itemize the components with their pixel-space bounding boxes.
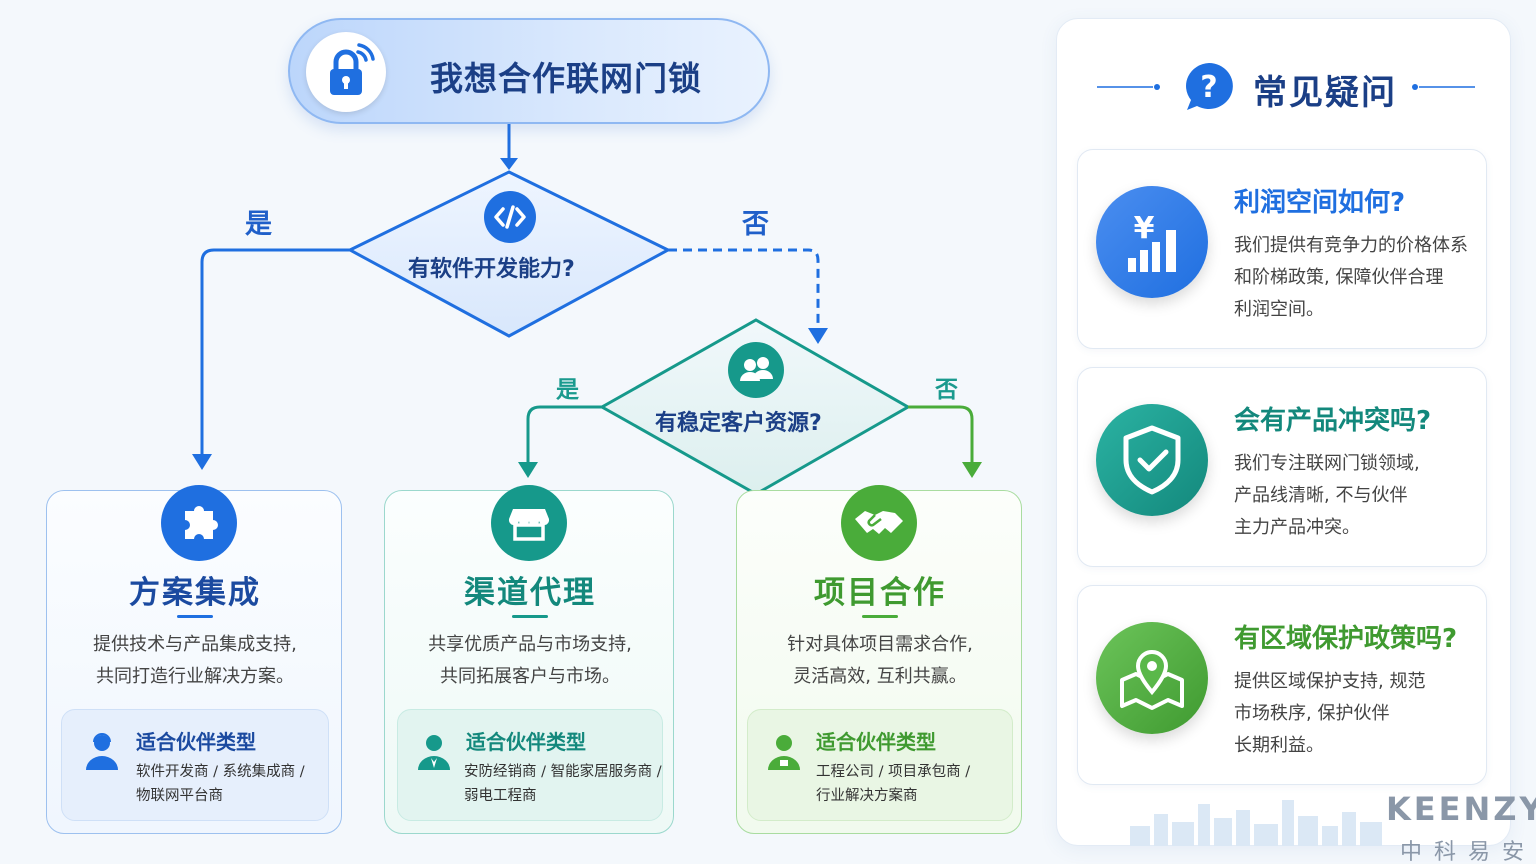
decision-1-no-label: 否 (742, 209, 769, 240)
card-title: 渠道代理 (464, 575, 596, 611)
partner-icon (412, 730, 456, 778)
bar-chart-yen-icon: ¥ (1096, 186, 1208, 298)
puzzle-icon (161, 485, 237, 561)
divider (177, 615, 213, 618)
card-channel-agent: 渠道代理 共享优质产品与市场支持, 共同拓展客户与市场。 适合伙伴类型 安防经销… (384, 485, 674, 834)
svg-text:¥: ¥ (1134, 211, 1155, 246)
fit-line2: 行业解决方案商 (816, 788, 918, 804)
card-desc-line1: 共享优质产品与市场支持, (428, 634, 632, 655)
card-desc-line1: 针对具体项目需求合作, (787, 634, 973, 655)
fit-line1: 安防经销商 / 智能家居服务商 / (464, 764, 662, 780)
card-title: 方案集成 (129, 575, 261, 611)
fit-line2: 弱电工程商 (464, 788, 537, 804)
faq-answer-line3: 长期利益。 (1234, 735, 1324, 756)
faq-answer-line3: 主力产品冲突。 (1234, 517, 1360, 538)
faq-item-conflict: 会有产品冲突吗? 我们专注联网门锁领域, 产品线清晰, 不与伙伴 主力产品冲突。 (1077, 367, 1487, 567)
question-bubble-icon: ? (1181, 59, 1237, 115)
fit-title: 适合伙伴类型 (816, 730, 936, 754)
users-icon (728, 342, 784, 398)
card-desc-line1: 提供技术与产品集成支持, (93, 634, 297, 655)
shield-check-icon (1096, 404, 1208, 516)
fit-line1: 软件开发商 / 系统集成商 / (136, 764, 305, 780)
map-pin-icon (1096, 622, 1208, 734)
arrow-q2-no (908, 405, 974, 466)
card-title: 项目合作 (814, 575, 946, 611)
card-desc-line2: 共同拓展客户与市场。 (440, 666, 620, 687)
faq-question: 有区域保护政策吗? (1234, 624, 1458, 654)
arrow-q1-yes (200, 248, 350, 458)
faq-answer-line2: 市场秩序, 保护伙伴 (1234, 703, 1390, 724)
title-banner: 我想合作联网门锁 (288, 18, 770, 124)
faq-answer-line2: 和阶梯政策, 保障伙伴合理 (1234, 267, 1444, 288)
faq-panel: ? 常见疑问 ¥ 利润空间如何? 我们提供有竞争力的价格体系 和阶梯政策, 保障… (1056, 18, 1511, 846)
faq-header-lines (1097, 84, 1475, 90)
store-icon (491, 485, 567, 561)
faq-answer-line1: 我们专注联网门锁领域, (1234, 453, 1420, 474)
card-desc-line2: 共同打造行业解决方案。 (96, 666, 294, 687)
lock-wifi-icon (306, 32, 386, 112)
city-skyline-decoration (1130, 800, 1382, 846)
faq-question: 利润空间如何? (1234, 188, 1406, 218)
faq-title: 常见疑问 (1253, 73, 1397, 113)
card-desc-line2: 灵活高效, 互利共赢。 (793, 666, 967, 687)
faq-answer-line1: 提供区域保护支持, 规范 (1234, 671, 1426, 692)
divider (512, 615, 548, 618)
faq-answer-line3: 利润空间。 (1234, 299, 1324, 320)
partner-icon (762, 730, 806, 778)
svg-text:?: ? (1200, 70, 1217, 105)
faq-answer-line1: 我们提供有竞争力的价格体系 (1234, 235, 1468, 256)
partner-icon (80, 730, 124, 778)
decision-diamond-1 (346, 170, 672, 338)
faq-answer-line2: 产品线清晰, 不与伙伴 (1234, 485, 1408, 506)
arrow-q1-no (668, 248, 820, 332)
code-icon (484, 191, 536, 243)
divider (862, 615, 898, 618)
fit-partner-box: 适合伙伴类型 安防经销商 / 智能家居服务商 / 弱电工程商 (397, 709, 663, 821)
decision-1-question: 有软件开发能力? (408, 257, 575, 282)
decision-2-question: 有稳定客户资源? (655, 411, 822, 436)
brand-logo-cn: 中科易安 (1400, 840, 1536, 864)
fit-line2: 物联网平台商 (136, 788, 223, 804)
faq-question: 会有产品冲突吗? (1234, 406, 1432, 436)
fit-line1: 工程公司 / 项目承包商 / (816, 764, 971, 780)
handshake-icon (841, 485, 917, 561)
fit-partner-box: 适合伙伴类型 软件开发商 / 系统集成商 / 物联网平台商 (61, 709, 329, 821)
fit-partner-box: 适合伙伴类型 工程公司 / 项目承包商 / 行业解决方案商 (747, 709, 1013, 821)
faq-item-profit: ¥ 利润空间如何? 我们提供有竞争力的价格体系 和阶梯政策, 保障伙伴合理 利润… (1077, 149, 1487, 349)
faq-item-region: 有区域保护政策吗? 提供区域保护支持, 规范 市场秩序, 保护伙伴 长期利益。 (1077, 585, 1487, 785)
decision-2-yes-label: 是 (556, 377, 579, 403)
page-title: 我想合作联网门锁 (430, 59, 702, 98)
card-solution-integration: 方案集成 提供技术与产品集成支持, 共同打造行业解决方案。 适合伙伴类型 软件开… (46, 485, 342, 834)
decision-2-no-label: 否 (935, 377, 958, 403)
fit-title: 适合伙伴类型 (136, 730, 256, 754)
card-project-cooperation: 项目合作 针对具体项目需求合作, 灵活高效, 互利共赢。 适合伙伴类型 工程公司… (736, 485, 1022, 834)
decision-1-yes-label: 是 (245, 209, 272, 240)
brand-logo: KEENZY (1386, 790, 1536, 828)
arrow-q2-yes (526, 405, 602, 466)
fit-title: 适合伙伴类型 (466, 730, 586, 754)
